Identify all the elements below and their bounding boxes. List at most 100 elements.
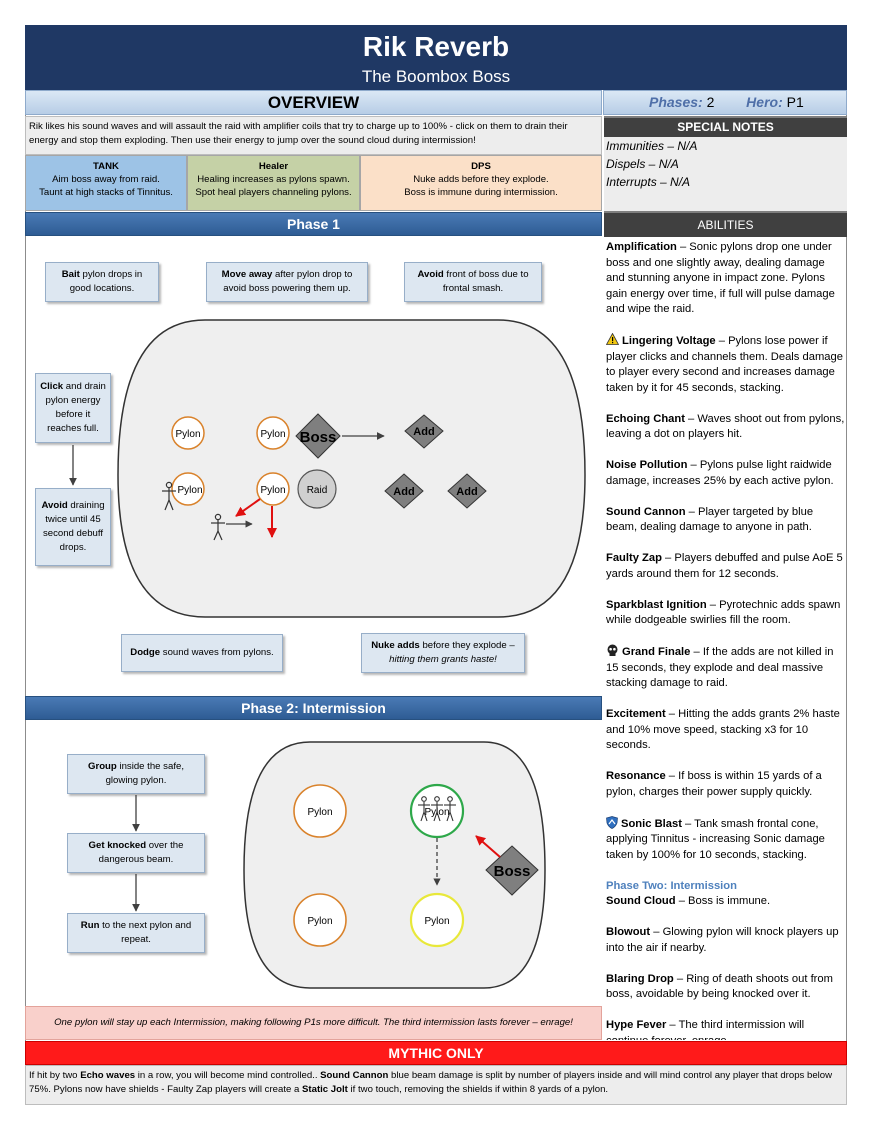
callout-text: and drain pylon energy before it reaches… (45, 381, 106, 434)
click-drain-callout: Click and drain pylon energy before it r… (35, 373, 111, 443)
ability-description: – Sonic pylons drop one under boss and o… (606, 241, 835, 315)
mythic-heading: MYTHIC ONLY (25, 1041, 847, 1065)
ability-name: Blaring Drop (606, 972, 674, 985)
phase2-step: Group inside the safe, glowing pylon. (67, 754, 205, 794)
step-text: inside the safe, glowing pylon. (105, 761, 184, 786)
pylon-label: Pylon (307, 916, 332, 927)
pylon-label: Pylon (307, 807, 332, 818)
ability-entry: Echoing Chant – Waves shoot out from pyl… (606, 412, 845, 443)
mythic-keyword: Static Jolt (302, 1084, 348, 1095)
pylon-node: Pylon (171, 472, 205, 506)
avoid-front-callout: Avoid front of boss due to frontal smash… (404, 262, 542, 302)
avoid-drain-callout: Avoid draining twice until 45 second deb… (35, 488, 111, 566)
dps-role-box: DPS Nuke adds before they explode. Boss … (360, 155, 602, 211)
ability-name: Excitement (606, 708, 666, 720)
boss-node: Boss (295, 413, 341, 459)
player-figure-icon (211, 513, 225, 541)
ability-name: Resonance (606, 770, 666, 782)
callout-text: front of boss due to frontal smash. (442, 269, 529, 294)
pylon-node: Pylon (171, 416, 205, 450)
ability-name: Sound Cloud (606, 895, 676, 907)
callout-bold: Nuke adds (371, 640, 420, 651)
ability-description: – Waves shoot out from pylons, leaving a… (606, 412, 845, 441)
title-banner: Rik Reverb The Boombox Boss (25, 25, 847, 90)
tank-line: Aim boss away from raid. (52, 174, 160, 185)
special-note: Immunities – N/A (606, 139, 698, 153)
ability-entry: Sound Cloud – Boss is immune. (606, 894, 845, 910)
ability-entry: Blaring Drop – Ring of death shoots out … (606, 972, 845, 1003)
move-away-callout: Move away after pylon drop to avoid boss… (206, 262, 368, 302)
step-bold: Run (80, 920, 100, 931)
special-notes-heading: SPECIAL NOTES (604, 116, 847, 137)
ability-entry: Grand Finale – If the adds are not kille… (606, 644, 845, 692)
ability-name: Grand Finale (622, 646, 691, 658)
ability-name: Sonic Blast (621, 817, 682, 830)
step-bold: Get knocked (88, 840, 147, 851)
boss-name: Rik Reverb (362, 31, 510, 62)
ability-name: Noise Pollution (606, 459, 688, 471)
abilities-heading: ABILITIES (604, 211, 847, 237)
callout-text: before they explode – (419, 640, 515, 651)
mythic-text-part: if two touch, removing the shields if wi… (347, 1084, 609, 1095)
red-arrow (475, 835, 501, 858)
abilities-list: Amplification – Sonic pylons drop one un… (604, 237, 847, 1040)
callout-bold: Avoid (41, 500, 68, 511)
pylon-node: Pylon (256, 472, 290, 506)
step-text: to the next pylon and repeat. (99, 920, 192, 945)
phases-hero-box: Phases: 2 Hero: P1 (603, 90, 847, 115)
ability-entry: Resonance – If boss is within 15 yards o… (606, 769, 845, 800)
ability-description: – If the adds are not killed in 15 secon… (606, 646, 834, 689)
pylon-label: Pylon (424, 916, 449, 927)
ability-description: – If boss is within 15 yards of a pylon,… (606, 770, 822, 798)
ability-description: – Players debuffed and pulse AoE 5 yards… (606, 552, 843, 580)
hero-value: P1 (786, 94, 804, 110)
mythic-keyword: Echo waves (80, 1070, 136, 1081)
ability-description: – Glowing pylon will knock players up in… (606, 926, 839, 954)
boss-label: Boss (494, 863, 531, 880)
ability-entry: Noise Pollution – Pylons pulse light rai… (606, 458, 845, 489)
boss-label: Boss (300, 429, 337, 446)
callout-bold: Dodge (130, 647, 161, 658)
red-arrow (235, 498, 261, 517)
healer-title: Healer (258, 161, 289, 172)
callout-bold: Click (40, 381, 64, 392)
ability-description: – Ring of death shoots out from boss, av… (606, 972, 833, 1001)
mythic-text-part: blue beam damage is split by number of p… (29, 1070, 833, 1095)
add-node: Add (447, 473, 487, 509)
ability-name: Sound Cannon (606, 505, 686, 518)
ability-name: Blowout (606, 926, 651, 938)
safe-pylon-node: Pylon (409, 892, 465, 948)
pylon-label: Pylon (177, 485, 202, 496)
ability-entry: Amplification – Sonic pylons drop one un… (606, 240, 845, 318)
ability-description: – Pyrotechnic adds spawn while dodgeable… (606, 598, 841, 627)
tank-title: TANK (93, 161, 119, 172)
bait-callout: Bait pylon drops in good locations. (45, 262, 159, 302)
ability-entry: Hype Fever – The third intermission will… (606, 1018, 845, 1040)
mythic-text: If hit by two Echo waves in a row, you w… (25, 1065, 847, 1105)
callout-text: sound waves from pylons. (160, 647, 274, 658)
phase2-heading: Phase 2: Intermission (25, 696, 602, 720)
phase2-step: Run to the next pylon and repeat. (67, 913, 205, 953)
ability-name: Sparkblast Ignition (606, 598, 707, 611)
overview-heading: OVERVIEW (25, 90, 602, 115)
callout-bold: Avoid (417, 269, 444, 280)
dodge-callout: Dodge sound waves from pylons. (121, 634, 283, 672)
phase-two-label: Phase Two: Intermission (606, 879, 737, 892)
ability-name: Echoing Chant (606, 412, 685, 425)
player-group-icon (418, 796, 456, 822)
phase1-arena (117, 319, 586, 618)
ability-description: – Pylons pulse light raidwide damage, in… (606, 459, 834, 487)
pylon-label: Pylon (175, 429, 200, 440)
callout-italic: hitting them grants haste! (389, 654, 497, 665)
phases-value: 2 (706, 94, 715, 110)
nuke-adds-callout: Nuke adds before they explode – hitting t… (361, 633, 525, 673)
pylon-label: Pylon (260, 429, 285, 440)
step-bold: Group (88, 761, 117, 772)
raid-node: Raid (297, 469, 337, 509)
callout-bold: Bait (61, 269, 80, 280)
mythic-keyword: Sound Cannon (320, 1070, 389, 1081)
healer-line: Healing increases as pylons spawn. (197, 174, 350, 185)
callout-bold: Move away (221, 269, 273, 280)
healer-role-box: Healer Healing increases as pylons spawn… (187, 155, 360, 211)
callout-text: draining twice until 45 second debuff dr… (42, 500, 105, 553)
